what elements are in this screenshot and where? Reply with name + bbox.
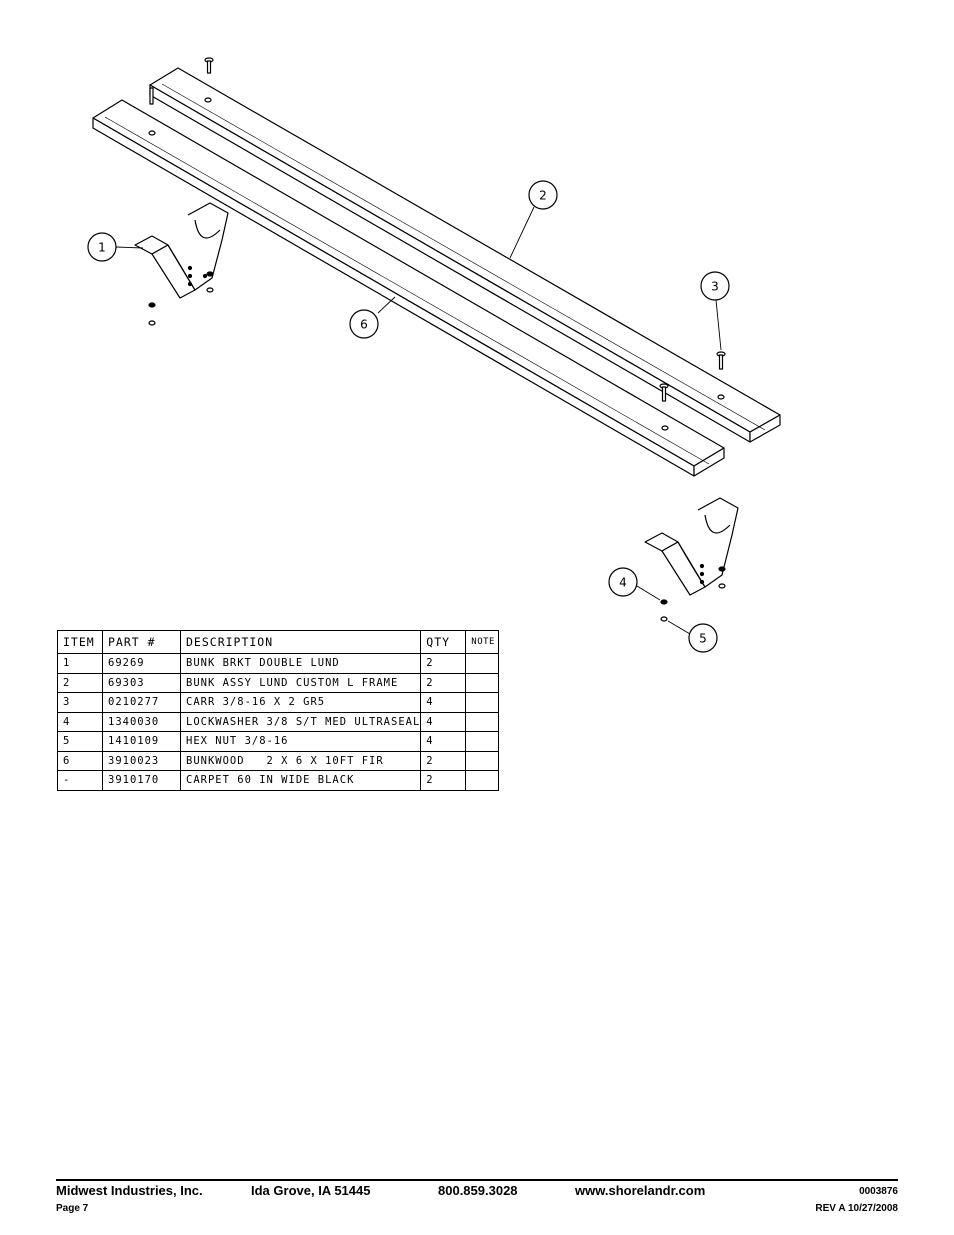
bill-of-materials-table: ITEM PART # DESCRIPTION QTY NOTE 1 69269…: [57, 630, 500, 791]
bom-part-number: 0210277: [102, 692, 181, 713]
footer-company: Midwest Industries, Inc.: [56, 1183, 203, 1198]
bom-note: [465, 750, 500, 771]
bom-item: 1: [57, 653, 103, 674]
bom-note: [465, 653, 500, 674]
callout-leaders: [115, 206, 722, 635]
bom-part-number: 1340030: [102, 711, 181, 732]
bunk-board-front: [92, 99, 725, 477]
bom-item: 2: [57, 672, 103, 693]
bom-description: HEX NUT 3/8-16: [179, 731, 422, 752]
bom-description: LOCKWASHER 3/8 S/T MED ULTRASEAL: [179, 711, 422, 732]
bom-header-qty: QTY: [420, 630, 467, 654]
bom-qty: 4: [420, 711, 467, 732]
callout-label-4: 4: [619, 576, 627, 590]
bom-header-part: PART #: [102, 630, 181, 654]
bom-item: 5: [57, 731, 103, 752]
table-row: 6 3910023 BUNKWOOD 2 X 6 X 10FT FIR 2: [57, 750, 500, 771]
bom-description: BUNK BRKT DOUBLE LUND: [179, 653, 422, 674]
bom-item: -: [57, 770, 103, 791]
callout-balloon-5: 5: [688, 623, 718, 653]
bom-part-number: 69269: [102, 653, 181, 674]
bom-part-number: 69303: [102, 672, 181, 693]
callout-balloon-6: 6: [349, 309, 379, 339]
table-row: 4 1340030 LOCKWASHER 3/8 S/T MED ULTRASE…: [57, 711, 500, 732]
bom-header-description: DESCRIPTION: [179, 630, 422, 654]
bom-header-row: ITEM PART # DESCRIPTION QTY NOTE: [57, 630, 500, 654]
bom-qty: 2: [420, 750, 467, 771]
bom-description: BUNKWOOD 2 X 6 X 10FT FIR: [179, 750, 422, 771]
bom-note: [465, 672, 500, 693]
bom-part-number: 3910170: [102, 770, 181, 791]
callout-label-5: 5: [699, 632, 707, 646]
footer-revision: REV A 10/27/2008: [815, 1203, 898, 1214]
bunk-bracket-upper: [134, 202, 229, 326]
callout-label-1: 1: [98, 241, 106, 255]
bom-description: CARR 3/8-16 X 2 GR5: [179, 692, 422, 713]
bom-qty: 2: [420, 653, 467, 674]
bom-item: 3: [57, 692, 103, 713]
footer-phone: 800.859.3028: [438, 1183, 518, 1198]
footer-page-number: Page 7: [56, 1203, 89, 1214]
bom-header-note: NOTE: [465, 630, 500, 654]
bom-part-number: 1410109: [102, 731, 181, 752]
footer-website: www.shorelandr.com: [575, 1183, 706, 1198]
carriage-bolts: [149, 57, 726, 402]
bom-item: 6: [57, 750, 103, 771]
table-row: 2 69303 BUNK ASSY LUND CUSTOM L FRAME 2: [57, 672, 500, 693]
bom-qty: 2: [420, 672, 467, 693]
bom-note: [465, 770, 500, 791]
bom-note: [465, 711, 500, 732]
table-row: 5 1410109 HEX NUT 3/8-16 4: [57, 731, 500, 752]
bunk-board-back: [149, 67, 781, 443]
table-row: 1 69269 BUNK BRKT DOUBLE LUND 2: [57, 653, 500, 674]
callout-label-6: 6: [360, 318, 368, 332]
bom-description: CARPET 60 IN WIDE BLACK: [179, 770, 422, 791]
callout-balloon-3: 3: [700, 271, 730, 301]
bom-item: 4: [57, 711, 103, 732]
footer-city: Ida Grove, IA 51445: [251, 1183, 371, 1198]
callout-balloon-1: 1: [87, 232, 117, 262]
exploded-assembly-drawing: 1 2 3 4 5 6: [87, 57, 781, 653]
bom-qty: 2: [420, 770, 467, 791]
footer-divider: [56, 1179, 898, 1181]
bom-header-item: ITEM: [57, 630, 103, 654]
bom-description: BUNK ASSY LUND CUSTOM L FRAME: [179, 672, 422, 693]
callout-label-2: 2: [539, 189, 547, 203]
table-row: - 3910170 CARPET 60 IN WIDE BLACK 2: [57, 770, 500, 791]
bunk-bracket-lower: [644, 497, 739, 622]
callout-label-3: 3: [711, 280, 719, 294]
bom-note: [465, 731, 500, 752]
table-row: 3 0210277 CARR 3/8-16 X 2 GR5 4: [57, 692, 500, 713]
callout-balloon-2: 2: [528, 180, 558, 210]
bom-qty: 4: [420, 731, 467, 752]
bom-part-number: 3910023: [102, 750, 181, 771]
bom-note: [465, 692, 500, 713]
footer-doc-number: 0003876: [859, 1186, 898, 1197]
callout-balloon-4: 4: [608, 567, 638, 597]
bom-qty: 4: [420, 692, 467, 713]
